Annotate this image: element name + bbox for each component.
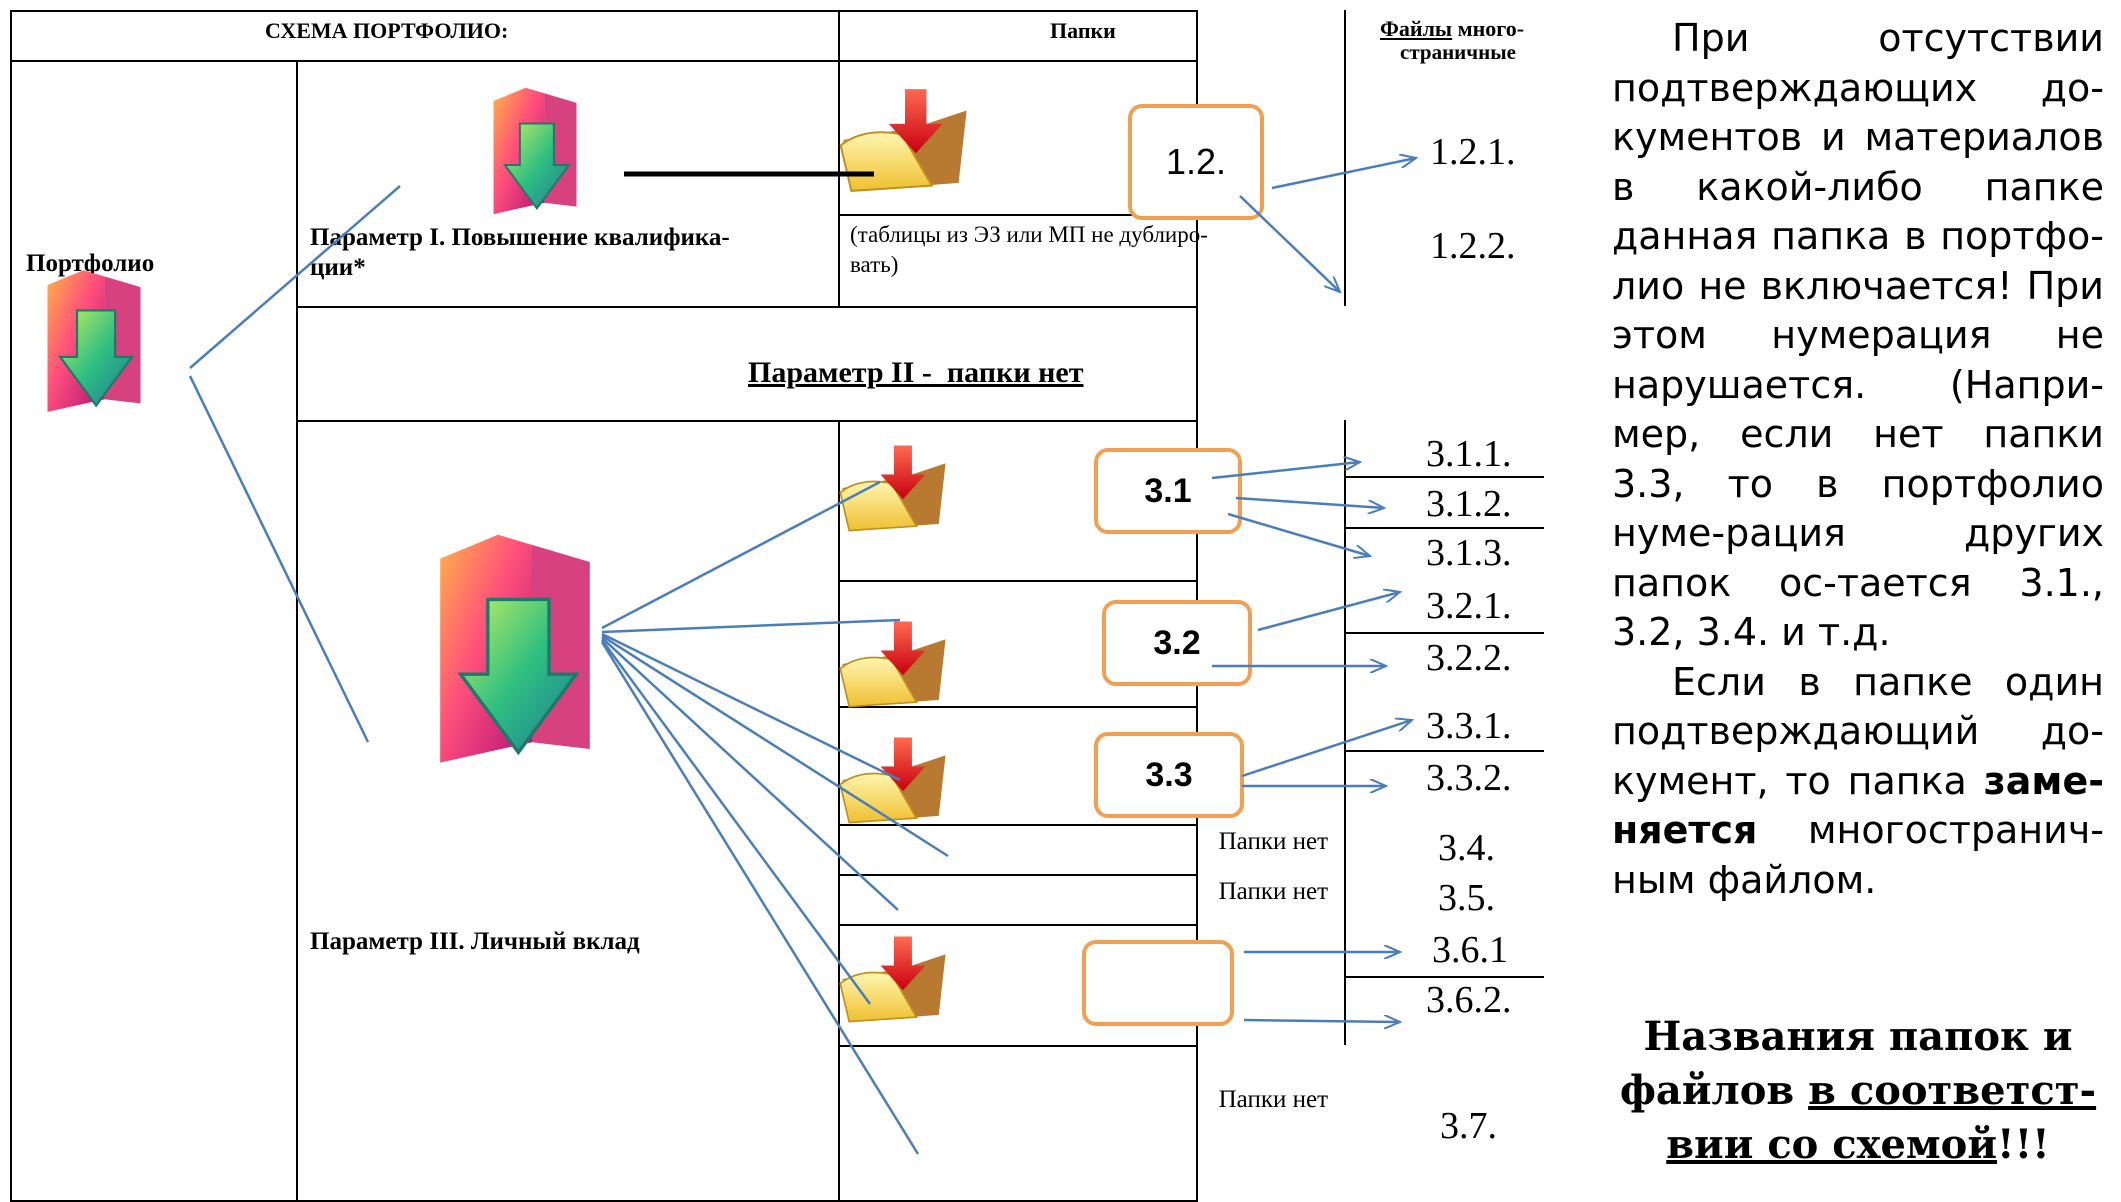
param1-note-line2: вать) [850, 252, 899, 277]
file-3-1-2: 3.1.2. [1426, 483, 1512, 525]
link-p3-3-6 [600, 639, 872, 1005]
folder-box-3-2: 3.2 [1102, 600, 1252, 686]
header-files-underlined: Файлы [1380, 16, 1453, 41]
link-p3-3-4 [601, 634, 949, 858]
header-files-rest: много- [1452, 16, 1525, 41]
arrow-3-1-2 [1235, 496, 1384, 508]
link-portfolio-param3 [188, 375, 370, 743]
file-3-2-1: 3.2.1. [1426, 585, 1512, 627]
folder-box-1-2: 1.2. [1128, 104, 1264, 220]
header-files: Файлы много- [1380, 16, 1524, 42]
link-p3-3-7 [600, 641, 920, 1155]
arrow-3-1-1 [1211, 462, 1360, 480]
no-folder-3-4: Папки нет [1218, 828, 1328, 855]
closing-underlined: в соответст-вии со схемой [1666, 1067, 2097, 1168]
side-note-para2-b: многостранич-ным файлом. [1612, 808, 2104, 902]
param2-label: Параметр II - папки нет [748, 356, 1084, 389]
header-folders: Папки [1050, 18, 1116, 43]
folder-box-3-1: 3.1 [1094, 448, 1242, 534]
file-3-1-1: 3.1.1. [1426, 433, 1512, 475]
file-1-2-1: 1.2.1. [1430, 131, 1516, 173]
file-3-3-2: 3.3.2. [1426, 757, 1512, 799]
side-note-para2-a: Если в папке один подтверждающий до-куме… [1612, 659, 2104, 803]
arrow-1-2-1 [1271, 158, 1416, 190]
header-schema: СХЕМА ПОРТФОЛИО: [265, 18, 509, 43]
closing-a: Названия папок и файлов [1619, 1013, 2073, 1114]
link-p3-3-5 [601, 637, 899, 911]
param1-note-line1: (таблицы из ЭЗ или МП не дублиро- [850, 222, 1208, 247]
folder-box-3-6 [1082, 940, 1234, 1026]
arrow-3-6-2 [1243, 1020, 1400, 1022]
arrow-3-3-1 [1241, 720, 1412, 778]
link-p3-3-1 [601, 480, 881, 630]
file-3-7: 3.7. [1440, 1105, 1497, 1147]
param3-label: Параметр III. Личный вклад [310, 928, 640, 955]
link-p3-3-3 [601, 632, 901, 782]
param1-label-line1: Параметр I. Повышение квалифика- [310, 224, 730, 251]
file-3-5: 3.5. [1438, 877, 1495, 919]
file-3-1-3: 3.1.3. [1426, 532, 1512, 574]
no-folder-3-7: Папки нет [1218, 1086, 1328, 1113]
side-note-para1: При отсутствии подтверждающих до-кументо… [1612, 16, 2104, 654]
file-1-2-2: 1.2.2. [1430, 225, 1516, 267]
side-note-para2-bold: заме-няется [1612, 758, 2104, 853]
param1-label-line2: ции* [310, 254, 366, 281]
arrow-3-2-1 [1257, 592, 1400, 632]
file-3-2-2: 3.2.2. [1426, 637, 1512, 679]
file-3-6-2: 3.6.2. [1426, 979, 1512, 1021]
link-portfolio-param1 [189, 185, 401, 369]
link-p3-3-2 [601, 618, 901, 634]
closing-b: !!! [1997, 1121, 2050, 1168]
file-3-4: 3.4. [1438, 827, 1495, 869]
arrow-1-2-2 [1239, 195, 1340, 292]
file-3-6-1: 3.6.1 [1432, 929, 1508, 971]
arrow-3-1-3 [1227, 512, 1370, 556]
no-folder-3-5: Папки нет [1218, 878, 1328, 905]
file-3-3-1: 3.3.1. [1426, 705, 1512, 747]
header-files-line2: страничные [1400, 40, 1516, 64]
side-note-closing: Названия папок и файлов в соответст-вии … [1612, 1010, 2104, 1172]
side-note-para2: Если в папке один подтверждающий до-куме… [1612, 658, 2104, 906]
side-note: При отсутствии подтверждающих до-кументо… [1612, 14, 2104, 905]
